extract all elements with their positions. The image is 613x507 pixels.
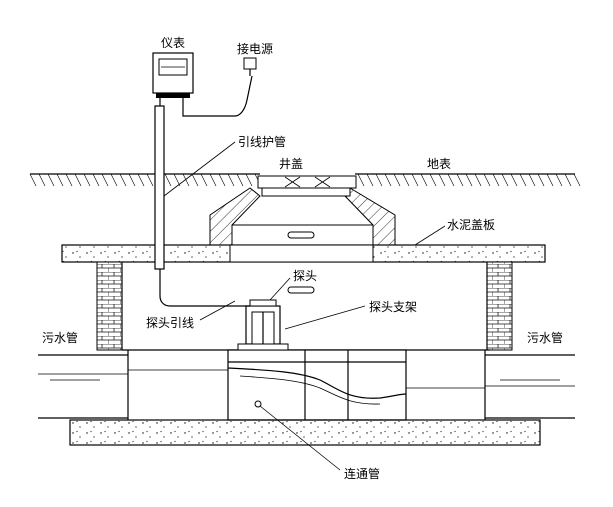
ground-hatch-tick [492, 173, 500, 187]
well-collar [209, 175, 396, 248]
right-brick-wall [486, 261, 513, 351]
ground-hatch-tick [546, 173, 554, 187]
ground-hatch-tick [375, 173, 383, 187]
concrete-slab-label: 水泥盖板 [447, 218, 495, 232]
ground-hatch-tick [227, 173, 235, 187]
ground-hatch-tick [501, 173, 509, 187]
ground-hatch-tick [47, 173, 55, 187]
foundation [69, 419, 541, 446]
ground-hatch-tick [357, 173, 365, 187]
ground-hatch-tick [128, 173, 136, 187]
conduit-label: 引线护管 [238, 134, 286, 149]
ground-hatch-tick [110, 173, 118, 187]
ground-hatch-tick [146, 173, 154, 187]
ground-hatch-tick [164, 173, 172, 187]
ground-hatch-tick [137, 173, 145, 187]
meter-label: 仪表 [161, 36, 185, 50]
probe-bracket-label: 探头支架 [369, 300, 417, 314]
ground-hatch-tick [465, 173, 473, 187]
ground-hatch-tick [474, 173, 482, 187]
probe-wire-label: 探头引线 [146, 316, 194, 330]
ground-hatch-tick [402, 173, 410, 187]
ground-hatch-tick [510, 173, 518, 187]
ground-hatch-tick [519, 173, 527, 187]
probe-label: 探头 [293, 269, 317, 283]
ground-hatch-tick [438, 173, 446, 187]
probe [249, 299, 277, 307]
ground-hatch-tick [173, 173, 181, 187]
ground-hatch-tick [447, 173, 455, 187]
ground-hatch-tick [564, 173, 572, 187]
meter-assembly [152, 52, 257, 307]
ground-hatch-tick [92, 173, 100, 187]
ground-hatch-tick [119, 173, 127, 187]
ground-hatch-tick [209, 173, 217, 187]
ground-hatch-tick [245, 173, 253, 187]
connecting-pipe-opening [254, 400, 262, 408]
ground-hatch-tick [38, 173, 46, 187]
ground-hatch-tick [218, 173, 226, 187]
ground-hatch-tick [456, 173, 464, 187]
ground-hatch-tick [191, 173, 199, 187]
ground-hatch-tick [411, 173, 419, 187]
ground-hatch-tick [29, 173, 37, 187]
leader-lines [163, 141, 446, 471]
ground-hatch-tick [429, 173, 437, 187]
ground-hatch-tick [555, 173, 563, 187]
sewer-left-label: 污水管 [42, 330, 78, 345]
ground-hatch-tick [384, 173, 392, 187]
connecting-pipe-label: 连通管 [344, 466, 380, 481]
concrete-slab [61, 244, 546, 263]
ground-hatch-tick [393, 173, 401, 187]
ground-hatch-tick [74, 173, 82, 187]
probe-bracket [237, 299, 289, 351]
ground-hatch-tick [101, 173, 109, 187]
well-cover [257, 175, 357, 189]
well-cover-label: 井盖 [279, 157, 303, 171]
ground-hatch-tick [83, 173, 91, 187]
flume-channel [128, 349, 485, 421]
left-brick-wall [96, 261, 123, 351]
power-label: 接电源 [237, 41, 273, 56]
ground-hatch-tick [65, 173, 73, 187]
ground-hatch-tick [182, 173, 190, 187]
ground-surface [29, 173, 581, 187]
chamber [96, 261, 513, 351]
ground-label: 地表 [427, 157, 451, 171]
ground-hatch-tick [528, 173, 536, 187]
ground-hatch-tick [420, 173, 428, 187]
ground-hatch-tick [573, 173, 581, 187]
conduit [154, 105, 165, 270]
ground-hatch-tick [56, 173, 64, 187]
power-plug [243, 57, 257, 70]
ground-hatch-tick [236, 173, 244, 187]
ground-hatch-tick [366, 173, 374, 187]
sewer-right-label: 污水管 [527, 330, 563, 345]
ground-hatch-tick [537, 173, 545, 187]
ground-hatch-tick [200, 173, 208, 187]
ground-hatch-tick [483, 173, 491, 187]
